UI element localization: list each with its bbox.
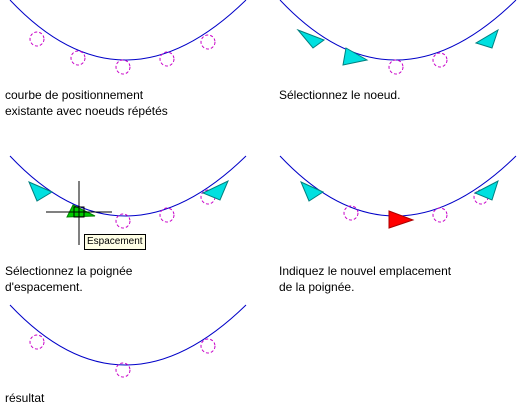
caption-panel-1: courbe de positionnement existante avec … — [5, 87, 168, 119]
caption-line: résultat — [5, 391, 45, 405]
node-marker — [159, 207, 175, 223]
caption-line: de la poignée. — [279, 280, 355, 294]
caption-panel-4: Indiquez le nouvel emplacement de la poi… — [279, 263, 451, 295]
node-marker — [200, 338, 216, 354]
caption-line: Indiquez le nouvel emplacement — [279, 264, 452, 278]
panel-2-diagram — [279, 0, 517, 75]
end-grip-triangle — [300, 181, 325, 202]
spacing-tooltip: Espacement — [84, 234, 146, 250]
end-grip-triangle — [474, 28, 499, 49]
end-grip-triangle — [201, 179, 229, 201]
caption-line: existante avec noeuds répétés — [5, 104, 168, 118]
node-marker — [115, 362, 131, 378]
panel-5-diagram — [9, 304, 247, 378]
positioning-curve — [9, 155, 247, 217]
caption-panel-3: Sélectionnez la poignée d'espacement. — [5, 263, 132, 295]
node-marker — [70, 50, 86, 66]
caption-line: d'espacement. — [5, 280, 83, 294]
positioning-curve — [9, 0, 247, 61]
caption-line: courbe de positionnement — [5, 88, 144, 102]
caption-panel-2: Sélectionnez le noeud. — [279, 87, 400, 103]
node-marker — [343, 205, 359, 221]
moved-grip-triangle — [388, 210, 415, 229]
pickbox — [73, 206, 85, 218]
node-marker — [29, 31, 45, 47]
node-marker — [200, 34, 216, 50]
node-marker — [115, 213, 131, 229]
end-grip-triangle — [28, 181, 54, 202]
positioning-curve — [9, 304, 247, 366]
panel-1-diagram — [9, 0, 247, 75]
node-marker — [432, 207, 448, 223]
node-marker — [388, 59, 404, 75]
caption-line: Sélectionnez le noeud. — [279, 88, 401, 102]
node-marker — [29, 334, 45, 350]
end-grip-triangle — [473, 179, 499, 201]
caption-line: Sélectionnez la poignée — [5, 264, 133, 278]
end-grip-triangle — [296, 28, 326, 49]
node-grip-triangle — [342, 47, 369, 66]
positioning-curve — [279, 155, 517, 217]
node-marker — [115, 59, 131, 75]
panel-3-diagram — [9, 155, 247, 245]
panel-4-diagram — [279, 155, 517, 229]
node-marker — [432, 52, 448, 68]
positioning-curve — [279, 0, 517, 61]
node-marker — [159, 51, 175, 67]
caption-panel-5: résultat — [5, 390, 44, 406]
